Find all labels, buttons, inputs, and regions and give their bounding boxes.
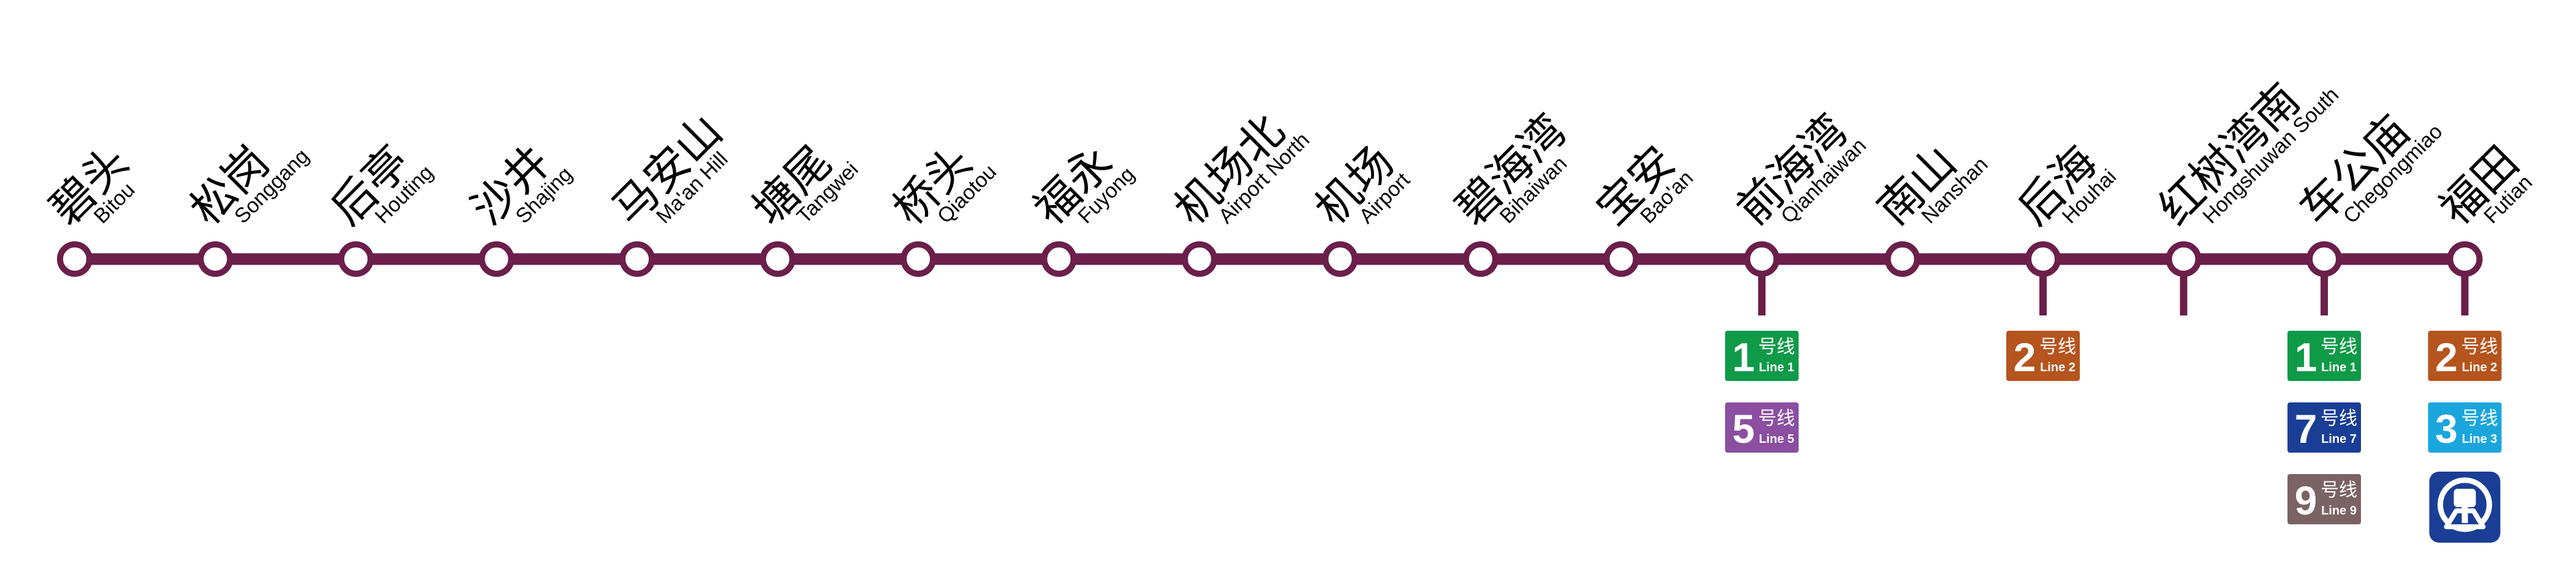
china-railway-icon xyxy=(2429,472,2501,543)
station-marker[interactable] xyxy=(1322,241,1358,277)
line-badge-bg xyxy=(1725,402,1799,453)
line-label-zh: 号线 xyxy=(2321,408,2357,429)
station-marker[interactable] xyxy=(1603,241,1639,277)
line-label-zh: 号线 xyxy=(2321,480,2357,501)
station-marker[interactable] xyxy=(197,241,233,277)
line-label-zh: 号线 xyxy=(1758,336,1795,358)
line-number: 1 xyxy=(1732,334,1755,380)
station-marker[interactable] xyxy=(619,241,655,277)
station-marker[interactable] xyxy=(760,241,796,277)
station-marker[interactable] xyxy=(1884,241,1921,277)
station-marker[interactable] xyxy=(478,241,515,277)
line-label-en: Line 2 xyxy=(2040,361,2076,374)
line-number: 9 xyxy=(2295,478,2317,523)
line-label-en: Line 3 xyxy=(2462,432,2498,446)
station-marker[interactable] xyxy=(2025,241,2061,277)
line-label-en: Line 1 xyxy=(2321,361,2357,374)
line-badge-bg xyxy=(2287,402,2361,453)
line-label-en: Line 1 xyxy=(1759,361,1794,374)
line-badge-bg xyxy=(1725,331,1799,381)
line-number: 5 xyxy=(1732,406,1755,451)
line-label-zh: 号线 xyxy=(2039,336,2076,358)
station-marker[interactable] xyxy=(901,241,936,277)
line-badge-bg xyxy=(2006,331,2080,381)
line-number: 7 xyxy=(2295,406,2317,451)
line-number: 2 xyxy=(2435,334,2458,380)
station-marker[interactable] xyxy=(338,241,374,277)
line-badge-bg xyxy=(2428,402,2502,453)
station-marker[interactable] xyxy=(2447,241,2483,277)
station-marker[interactable] xyxy=(1041,241,1077,277)
line-label-en: Line 7 xyxy=(2321,432,2357,446)
line-label-zh: 号线 xyxy=(2321,336,2357,358)
station-marker[interactable] xyxy=(2306,241,2342,277)
station-marker[interactable] xyxy=(1182,241,1217,277)
line-label-en: Line 5 xyxy=(1759,432,1794,446)
line-label-zh: 号线 xyxy=(2461,336,2498,358)
line-number: 1 xyxy=(2295,334,2317,380)
line-badge-bg xyxy=(2287,331,2361,381)
line-label-en: Line 9 xyxy=(2321,504,2357,518)
station-marker[interactable] xyxy=(2166,241,2202,277)
line-number: 3 xyxy=(2435,406,2458,451)
station-marker[interactable] xyxy=(1463,241,1498,277)
station-marker[interactable] xyxy=(1744,241,1780,277)
line-label-zh: 号线 xyxy=(2461,408,2498,429)
line-badge-bg xyxy=(2287,474,2361,524)
line-badge-bg xyxy=(2428,331,2502,381)
line-label-en: Line 2 xyxy=(2462,361,2498,374)
line-number: 2 xyxy=(2014,334,2036,380)
station-marker[interactable] xyxy=(57,241,93,277)
line-label-zh: 号线 xyxy=(1758,408,1795,429)
